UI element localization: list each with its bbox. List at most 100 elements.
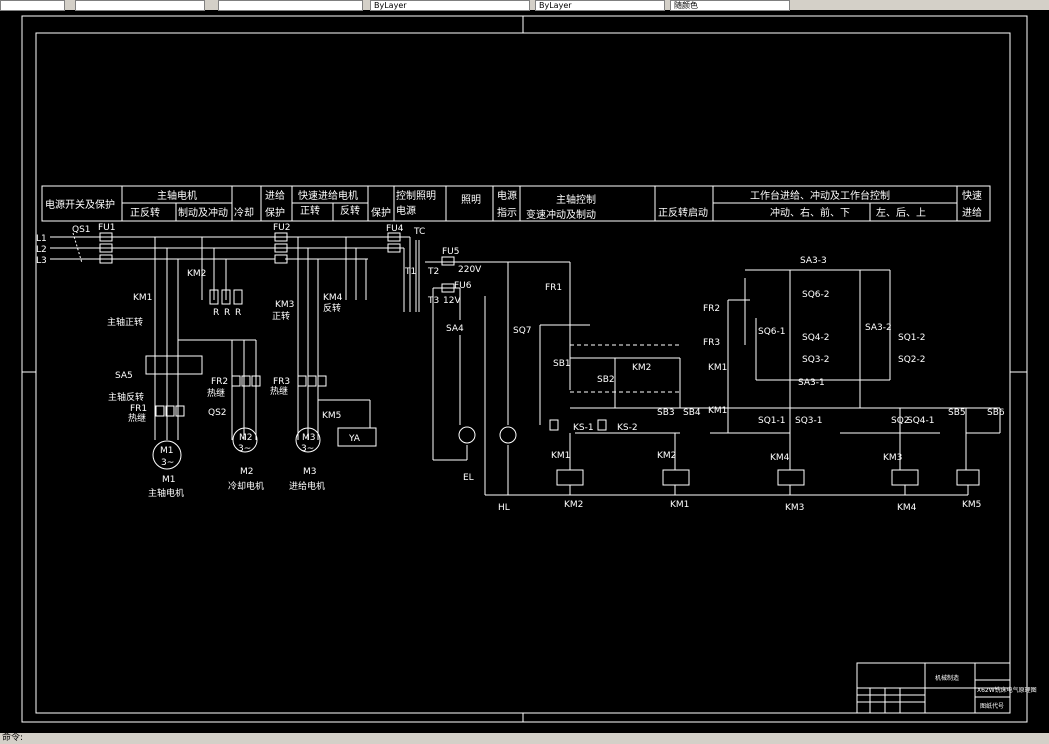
hdr-left: 左、后、上 [876, 206, 926, 219]
header-text: 电源开关及保护 主轴电机 进给 快速进给电机 控制照明 照明 电源 主轴控制 工… [45, 189, 982, 221]
label-km4-coil: KM4 [897, 503, 917, 513]
label-qs2: QS2 [208, 408, 227, 418]
label-hl: HL [498, 503, 510, 513]
label-km1-interlock: KM1 [551, 451, 570, 461]
label-r2: R [224, 308, 230, 318]
transformer-circuit [400, 236, 968, 496]
label-sq3-2: SQ3-2 [802, 355, 830, 365]
label-fu2: FU2 [273, 223, 291, 233]
label-sa4: SA4 [446, 324, 464, 334]
label-km2-coil: KM2 [564, 500, 583, 510]
label-km1-feed: KM1 [708, 363, 727, 373]
hdr-power2: 电源 [497, 189, 517, 202]
cad-toolbar: ByLayer ByLayer 随颜色 [0, 0, 1049, 11]
label-km2-ctrl: KM2 [632, 363, 651, 373]
hdr-rev: 反转 [340, 204, 360, 217]
label-spindle-fwd: 主轴正转 [107, 316, 143, 328]
header-table [41, 185, 991, 222]
outer-frame [21, 15, 1028, 723]
label-l2: L2 [36, 245, 47, 255]
label-fwd: 正转 [272, 310, 290, 322]
label-fu1: FU1 [98, 223, 116, 233]
label-relay1: 热继 [128, 412, 146, 424]
motor-m1-icon [152, 440, 182, 470]
label-km3: KM3 [275, 300, 294, 310]
label-qs1: QS1 [72, 225, 91, 235]
label-sa3-1: SA3-1 [798, 378, 825, 388]
label-fu6: FU6 [454, 281, 472, 291]
hdr-right: 冲动、右、前、下 [770, 206, 850, 219]
hdr-protect: 保护 [265, 206, 285, 219]
inner-frame [35, 32, 1011, 714]
lineweight-dropdown[interactable]: ByLayer [370, 0, 530, 11]
label-fr1-ctrl: FR1 [545, 283, 562, 293]
label-km5-coil: KM5 [962, 500, 981, 510]
tb-drawing-code: 图纸代号 [980, 702, 1004, 710]
title-block-text: 机械制造 X62W铣床电气原理图 图纸代号 [935, 674, 1037, 710]
label-km1: KM1 [133, 293, 152, 303]
hdr-feed2: 进给 [962, 206, 982, 219]
label-m1: M1 [162, 475, 176, 485]
power-rails [50, 232, 401, 470]
label-fr1: FR1 [130, 404, 147, 414]
label-m3: M3 [303, 467, 317, 477]
label-fu5: FU5 [442, 247, 460, 257]
label-coolant-motor: 冷却电机 [228, 480, 264, 492]
motor-m2-icon [232, 427, 258, 453]
label-sq7: SQ7 [513, 326, 532, 336]
hdr-source: 电源 [396, 204, 416, 217]
label-feed-motor: 进给电机 [289, 480, 325, 492]
hdr-ctrl-light: 控制照明 [396, 189, 436, 202]
label-sq6-1: SQ6-1 [758, 327, 786, 337]
label-km2: KM2 [187, 269, 206, 279]
label-sb4: SB4 [683, 408, 701, 418]
tb-drawing-name: X62W铣床电气原理图 [977, 686, 1037, 694]
label-tc: TC [413, 227, 425, 237]
linetype-dropdown[interactable] [218, 0, 363, 11]
hdr-feed: 进给 [265, 189, 285, 202]
hdr-rapid: 快速进给电机 [298, 189, 358, 202]
hdr-brake: 制动及冲动 [178, 206, 228, 219]
hdr-cool: 冷却 [234, 206, 254, 219]
label-r1: R [213, 308, 219, 318]
label-km1-coil: KM1 [670, 500, 689, 510]
label-fr3-ctrl: FR3 [703, 338, 720, 348]
color-dropdown[interactable] [75, 0, 205, 11]
label-km4: KM4 [323, 293, 343, 303]
hdr-table-ctrl: 工作台进给、冲动及工作台控制 [750, 189, 890, 202]
hdr-power: 电源开关及保护 [45, 198, 115, 211]
command-line[interactable]: 命令: [0, 733, 1049, 744]
label-km2-interlock: KM2 [657, 451, 676, 461]
coil-km3-icon [777, 469, 805, 486]
plotstyle-dropdown[interactable]: ByLayer [535, 0, 665, 11]
hdr-spindle-ctrl: 主轴控制 [556, 193, 596, 206]
label-sb1: SB1 [553, 359, 571, 369]
label-rev: 反转 [323, 302, 341, 314]
label-220v: 220V [458, 265, 482, 275]
label-m3-motor: M3 [302, 433, 316, 443]
hdr-fwd: 正转 [300, 204, 320, 217]
label-sq1-2: SQ1-2 [898, 333, 926, 343]
label-sq1-1: SQ1-1 [758, 416, 786, 426]
label-t3: T3 [427, 296, 439, 306]
coil-km1-icon [662, 469, 690, 486]
label-m1-3phase: 3~ [161, 458, 174, 468]
label-sb3: SB3 [657, 408, 675, 418]
hdr-speed-change: 变速冲动及制动 [526, 208, 596, 221]
label-sb2: SB2 [597, 375, 615, 385]
control-circuit [539, 262, 1001, 495]
label-t1: T1 [404, 267, 416, 277]
hdr-light: 照明 [461, 194, 481, 206]
label-ks1: KS-1 [573, 423, 594, 433]
label-l3: L3 [36, 256, 47, 266]
label-m2-motor: M2 [239, 433, 253, 443]
label-sa3-3: SA3-3 [800, 256, 827, 266]
label-km3-coil: KM3 [785, 503, 804, 513]
label-sa5: SA5 [115, 371, 133, 381]
label-fr3: FR3 [273, 377, 290, 387]
label-sq6-2: SQ6-2 [802, 290, 830, 300]
label-el: EL [463, 473, 474, 483]
layer-dropdown[interactable] [0, 0, 65, 11]
plot-color-dropdown[interactable]: 随颜色 [670, 0, 790, 11]
